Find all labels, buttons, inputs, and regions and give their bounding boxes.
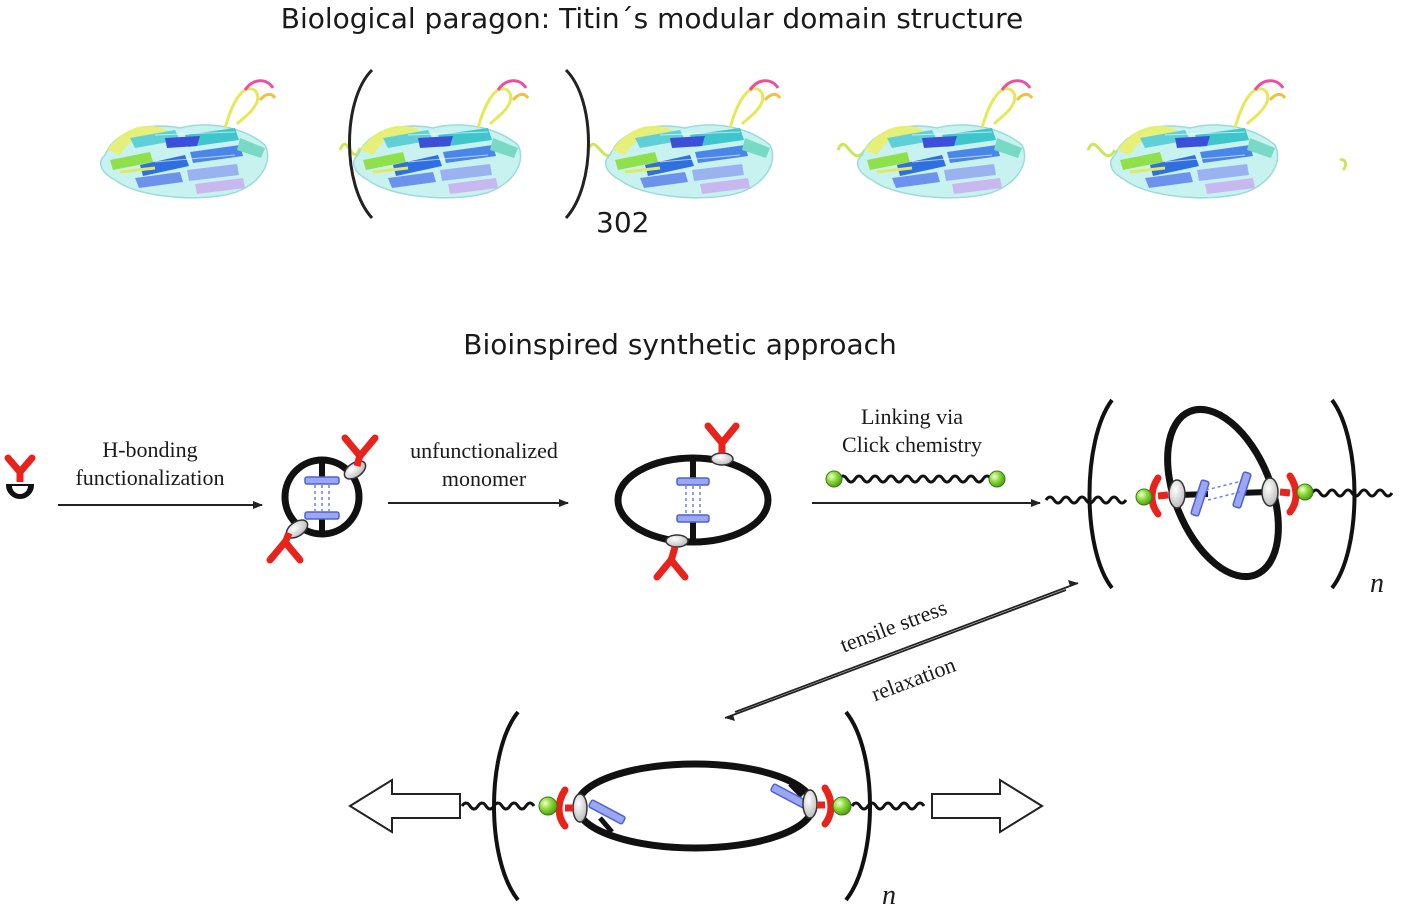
titin-domain-2 [352, 79, 530, 200]
titin-domain-5 [1109, 79, 1287, 200]
hbond-unit-start [4, 454, 36, 499]
repeat-symbol-relaxed: n [1370, 568, 1384, 599]
left-pull-arrow [348, 778, 461, 834]
step2-label-line1: unfunctionalized [410, 438, 558, 463]
large-macrocycle [614, 422, 772, 581]
top-title: Biological paragon: Titin´s modular doma… [281, 2, 1024, 35]
step3-label-line1: Linking via [861, 404, 963, 429]
repeat-count: 302 [596, 206, 649, 239]
titin-domain-1 [99, 79, 277, 200]
right-bracket-relaxed [1330, 398, 1357, 590]
polymer-relaxed [1044, 405, 1394, 581]
titin-chain [99, 79, 1348, 200]
titin-domain-3 [604, 79, 782, 200]
left-bracket-stretched [492, 710, 520, 902]
click-linker [825, 470, 1006, 488]
forward-label: tensile stress [837, 595, 950, 658]
step1-label-line1: H-bonding [102, 437, 197, 462]
step2-label-line2: monomer [442, 466, 527, 491]
bottom-title: Bioinspired synthetic approach [463, 328, 897, 361]
right-pull-arrow [931, 778, 1044, 834]
equilibrium-arrows [724, 580, 1079, 721]
right-bracket-top [564, 68, 590, 220]
left-bracket-top [348, 68, 374, 220]
step3-label-line2: Click chemistry [842, 432, 982, 457]
small-macrocycle [266, 434, 379, 564]
right-bracket-stretched [844, 710, 872, 902]
left-bracket-relaxed [1087, 398, 1114, 590]
polymer-stretched [348, 760, 1044, 852]
titin-domain-4 [856, 79, 1034, 200]
repeat-symbol-stretched: n [882, 880, 896, 911]
step1-label-line2: functionalization [75, 465, 224, 490]
